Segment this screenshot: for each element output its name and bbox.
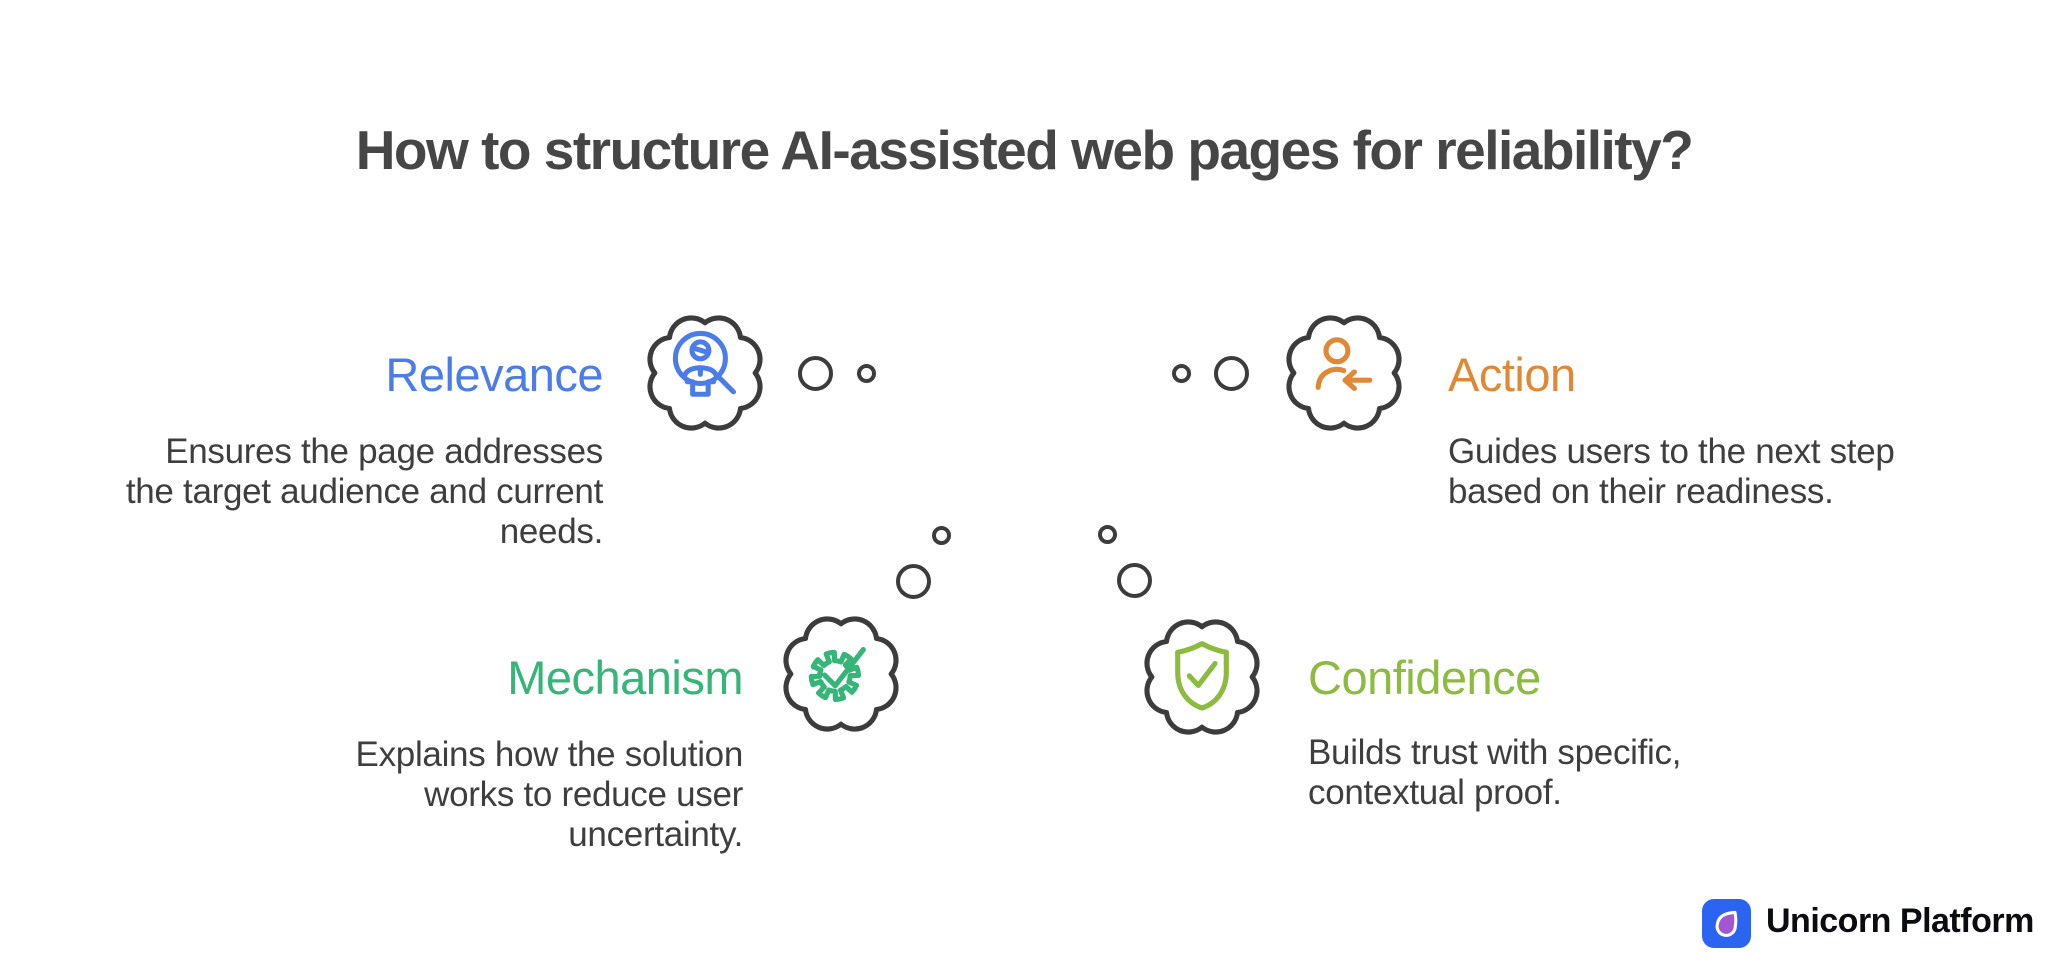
page-title: How to structure AI-assisted web pages f… xyxy=(355,119,1694,181)
thought-bubble-dot-small xyxy=(857,364,876,383)
thought-bubble-dot-large xyxy=(896,564,931,599)
brand-name[interactable]: Unicorn Platform xyxy=(1766,902,2034,940)
confidence-thought-cloud xyxy=(1144,619,1260,735)
unicorn-horn-icon[interactable] xyxy=(1702,899,1751,948)
mechanism-description: Explains how the solution works to reduc… xyxy=(355,735,744,854)
thought-bubble-dot-large xyxy=(1117,563,1152,598)
mechanism-thought-cloud xyxy=(783,616,899,732)
action-description: Guides users to the next step based on t… xyxy=(1448,432,1895,511)
unicorn-horn-glyph xyxy=(1715,910,1738,937)
relevance-label: Relevance xyxy=(385,348,603,401)
action-label: Action xyxy=(1448,348,1576,401)
relevance-description: Ensures the page addresses the target au… xyxy=(125,432,603,551)
mechanism-label: Mechanism xyxy=(507,651,743,704)
confidence-description: Builds trust with specific, contextual p… xyxy=(1308,733,1682,812)
action-thought-cloud xyxy=(1286,315,1402,431)
thought-bubble-dot-large xyxy=(1214,356,1249,391)
gear-check-icon xyxy=(808,647,866,703)
relevance-thought-cloud xyxy=(647,315,763,431)
thought-bubble-dot-small xyxy=(1172,364,1191,383)
thought-bubble-dot-large xyxy=(798,356,833,391)
confidence-label: Confidence xyxy=(1308,651,1541,704)
shield-check-icon xyxy=(1175,641,1229,711)
thought-bubble-dot-small xyxy=(1098,525,1117,544)
thought-cloud-outline xyxy=(783,616,899,732)
person-search-icon xyxy=(672,330,737,397)
thought-bubble-dot-small xyxy=(932,526,951,545)
user-arrow-icon xyxy=(1315,337,1373,391)
